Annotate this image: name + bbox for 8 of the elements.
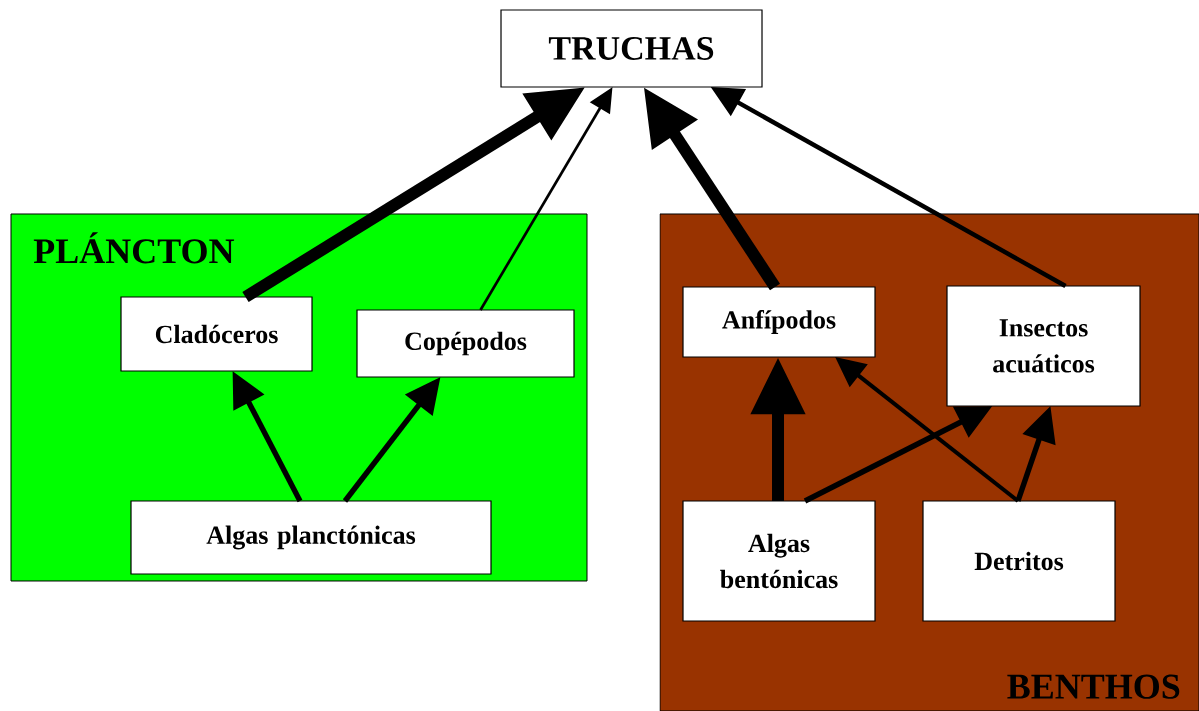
box: Cladóceros: [120, 296, 313, 372]
box: Anfípodos: [682, 286, 876, 358]
box: Detritos: [922, 500, 1116, 622]
box: Copépodos: [356, 309, 575, 378]
box: Algas bentónicas: [682, 500, 876, 622]
box: TRUCHAS: [500, 9, 763, 88]
box: Algas planctónicas: [130, 500, 492, 575]
box: Insectos acuáticos: [946, 285, 1141, 407]
